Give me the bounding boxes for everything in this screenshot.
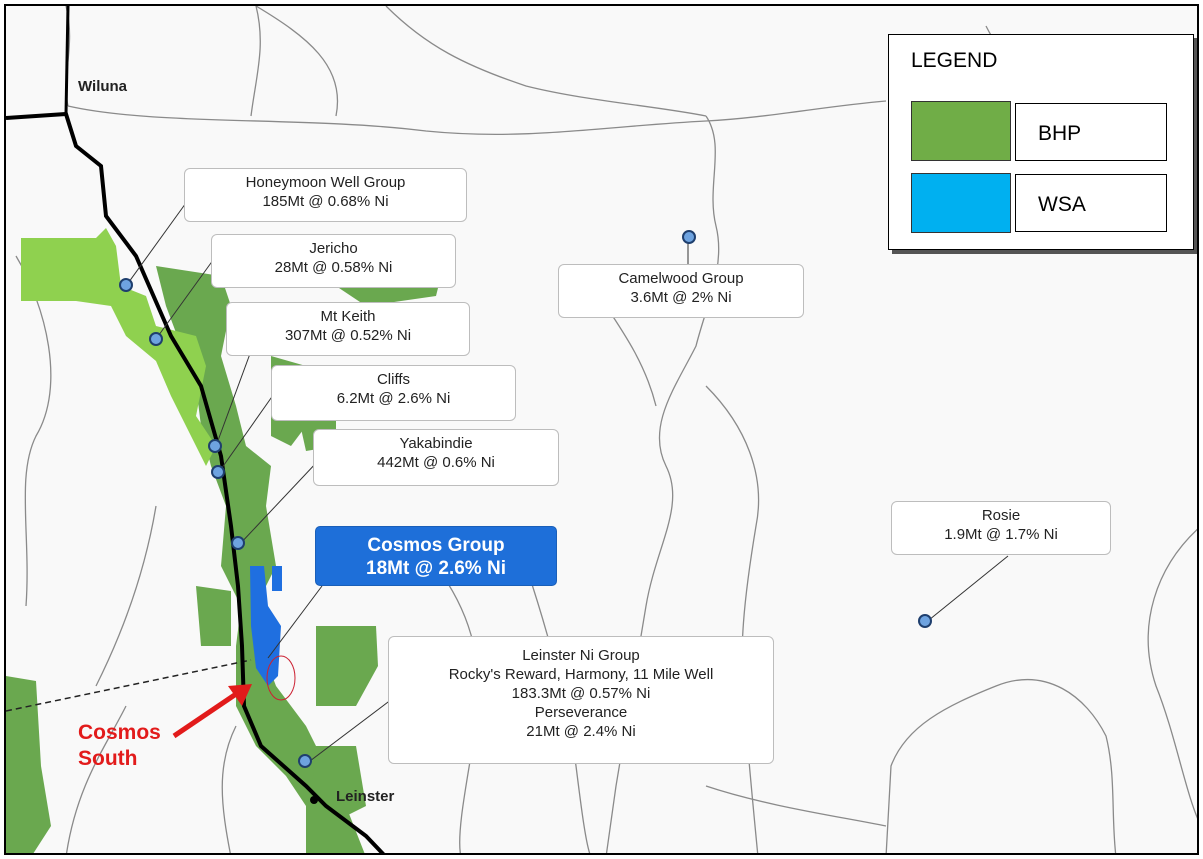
deposit-resource: 183.3Mt @ 0.57% Ni bbox=[511, 685, 651, 702]
legend-title: LEGEND bbox=[911, 49, 998, 72]
callout-cosmos[interactable]: Cosmos Group 18Mt @ 2.6% Ni bbox=[315, 526, 557, 586]
deposit-name-secondary: Perseverance bbox=[534, 704, 628, 721]
jericho-pin[interactable] bbox=[149, 332, 163, 346]
leader-lines bbox=[125, 195, 1009, 765]
wsa-swatch bbox=[911, 173, 1011, 233]
callout-cliffs[interactable]: Cliffs 6.2Mt @ 2.6% Ni bbox=[271, 365, 516, 421]
yakabindie-pin[interactable] bbox=[231, 536, 245, 550]
annotation-line2: South bbox=[78, 747, 138, 770]
legend: LEGEND BHP WSA bbox=[888, 34, 1194, 250]
deposit-name: Cosmos Group bbox=[367, 535, 505, 556]
dashed-boundary bbox=[6, 659, 252, 712]
deposit-name: Rosie bbox=[981, 507, 1021, 524]
callout-yakabindie[interactable]: Yakabindie 442Mt @ 0.6% Ni bbox=[313, 429, 559, 486]
highway bbox=[6, 111, 385, 853]
deposit-name: Mt Keith bbox=[320, 308, 376, 325]
deposit-resource: 3.6Mt @ 2% Ni bbox=[630, 289, 732, 306]
rosie-pin[interactable] bbox=[918, 614, 932, 628]
deposit-name: Leinster Ni Group bbox=[522, 647, 640, 664]
deposit-name: Cliffs bbox=[376, 371, 411, 388]
callout-leinster[interactable]: Leinster Ni Group Rocky's Reward, Harmon… bbox=[388, 636, 774, 764]
town-leinster: Leinster bbox=[336, 788, 395, 805]
map-frame: Wiluna Leinster Honeymoon Well Group 185… bbox=[4, 4, 1199, 855]
deposit-name: Jericho bbox=[309, 240, 358, 257]
deposit-resource: 28Mt @ 0.58% Ni bbox=[274, 259, 393, 276]
deposit-name: Yakabindie bbox=[399, 435, 473, 452]
cosmos-south-label: Cosmos South bbox=[78, 720, 161, 772]
deposit-resource: 6.2Mt @ 2.6% Ni bbox=[336, 390, 451, 407]
callout-mt-keith[interactable]: Mt Keith 307Mt @ 0.52% Ni bbox=[226, 302, 470, 356]
bhp-swatch bbox=[911, 101, 1011, 161]
cliffs-pin[interactable] bbox=[211, 465, 225, 479]
honeymoon-pin[interactable] bbox=[119, 278, 133, 292]
mt-keith-pin[interactable] bbox=[208, 439, 222, 453]
annotation-line1: Cosmos bbox=[78, 721, 161, 744]
callout-jericho[interactable]: Jericho 28Mt @ 0.58% Ni bbox=[211, 234, 456, 288]
legend-label-wsa: WSA bbox=[1015, 174, 1167, 232]
callout-rosie[interactable]: Rosie 1.9Mt @ 1.7% Ni bbox=[891, 501, 1111, 555]
deposit-name: Honeymoon Well Group bbox=[245, 174, 406, 191]
cosmos-south-circle bbox=[266, 655, 296, 701]
deposit-resource: 442Mt @ 0.6% Ni bbox=[377, 454, 495, 471]
leinster-marker bbox=[310, 796, 318, 804]
deposit-resource: 307Mt @ 0.52% Ni bbox=[284, 327, 412, 344]
deposit-resource: 1.9Mt @ 1.7% Ni bbox=[944, 526, 1058, 543]
deposit-operations: Rocky's Reward, Harmony, 11 Mile Well bbox=[448, 666, 714, 683]
bhp-tenements-light bbox=[21, 228, 216, 466]
highway-north bbox=[64, 6, 70, 115]
deposit-resource-secondary: 21Mt @ 2.4% Ni bbox=[526, 723, 636, 740]
deposit-resource: 185Mt @ 0.68% Ni bbox=[262, 193, 389, 210]
town-wiluna: Wiluna bbox=[78, 78, 128, 95]
callout-camelwood[interactable]: Camelwood Group 3.6Mt @ 2% Ni bbox=[558, 264, 804, 318]
camelwood-pin[interactable] bbox=[682, 230, 696, 244]
deposit-resource: 18Mt @ 2.6% Ni bbox=[366, 558, 506, 579]
callout-honeymoon[interactable]: Honeymoon Well Group 185Mt @ 0.68% Ni bbox=[184, 168, 467, 222]
legend-label-bhp: BHP bbox=[1015, 103, 1167, 161]
wsa-tenements bbox=[250, 566, 282, 686]
leinster-pin[interactable] bbox=[298, 754, 312, 768]
arrow-head bbox=[228, 684, 252, 706]
deposit-name: Camelwood Group bbox=[618, 270, 744, 287]
cosmos-south-arrow bbox=[172, 687, 244, 739]
